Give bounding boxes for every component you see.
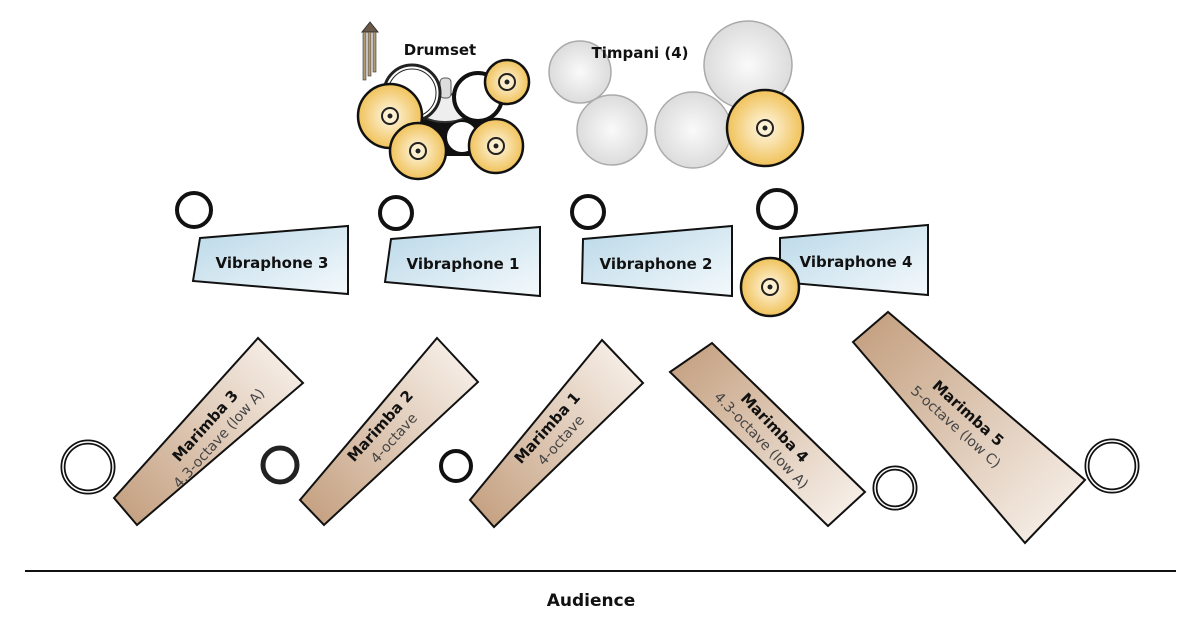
- vibraphone-label: Vibraphone 2: [600, 255, 713, 273]
- vibraphone-label: Vibraphone 3: [216, 254, 329, 272]
- player-position: [175, 191, 213, 229]
- timpani: Timpani (4): [548, 20, 805, 169]
- player-position: [439, 449, 473, 483]
- vibraphone-4: Vibraphone 4: [739, 188, 929, 318]
- marimba-2: Marimba 2 4-octave: [260, 336, 480, 527]
- wind-chimes-icon: [360, 21, 380, 81]
- player-position: [756, 188, 798, 230]
- vibraphone-label: Vibraphone 1: [407, 255, 520, 273]
- vibraphone-label: Vibraphone 4: [800, 253, 913, 271]
- vibraphone-3: Vibraphone 3: [175, 191, 349, 296]
- hihat-stand: [439, 77, 452, 99]
- timpano: [548, 40, 612, 104]
- audience-label: Audience: [547, 591, 636, 611]
- timpani-label: Timpani (4): [591, 44, 688, 62]
- player-position: [378, 195, 414, 231]
- vibraphone-1: Vibraphone 1: [378, 195, 541, 298]
- timpano: [654, 91, 732, 169]
- marimba-5: Marimba 5 5-octave (low C): [851, 310, 1140, 545]
- marimba-1: Marimba 1 4-octave: [439, 338, 645, 529]
- marimba-3: Marimba 3 4.3-octave (low A): [60, 336, 305, 527]
- vibraphone-2: Vibraphone 2: [570, 194, 733, 298]
- player-position: [570, 194, 606, 230]
- drumset: Drumset: [356, 21, 531, 181]
- timpano: [576, 94, 648, 166]
- drumset-label: Drumset: [404, 41, 476, 59]
- player-position: [260, 445, 300, 485]
